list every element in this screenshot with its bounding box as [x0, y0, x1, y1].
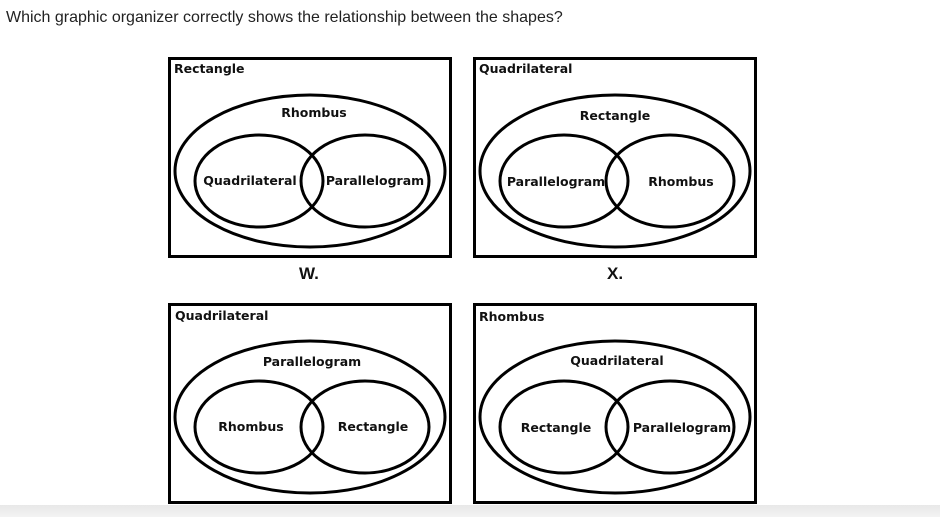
outer-ellipse [173, 93, 447, 249]
right-circle-label: Parallelogram [633, 420, 731, 435]
outer-ellipse [173, 339, 447, 495]
outer-ellipse-label: Rhombus [281, 105, 346, 120]
left-circle [498, 133, 630, 229]
option-label-w: W. [299, 264, 319, 283]
venn-diagram-w: Rectangle Rhombus Quadrilateral Parallel… [168, 57, 452, 258]
box-label: Rhombus [479, 309, 544, 324]
option-label-x: X. [607, 264, 624, 283]
right-circle [299, 133, 431, 229]
organizer-x[interactable]: Quadrilateral Rectangle Parallelogram Rh… [473, 57, 757, 258]
right-circle [604, 379, 736, 475]
organizer-z[interactable]: Rhombus Quadrilateral Rectangle Parallel… [473, 303, 757, 504]
outer-ellipse-label: Rectangle [580, 108, 651, 123]
question-text: Which graphic organizer correctly shows … [6, 9, 563, 26]
venn-diagram-z: Rhombus Quadrilateral Rectangle Parallel… [473, 303, 757, 504]
left-circle [498, 379, 630, 475]
left-circle [193, 379, 325, 475]
left-circle-label: Quadrilateral [203, 173, 296, 188]
outer-ellipse [478, 339, 752, 495]
box-label: Rectangle [174, 61, 245, 76]
left-circle-label: Rectangle [521, 420, 592, 435]
outer-ellipse [478, 93, 752, 249]
left-circle-label: Parallelogram [507, 174, 605, 189]
outer-ellipse-label: Quadrilateral [570, 353, 663, 368]
outer-ellipse-label: Parallelogram [263, 354, 361, 369]
right-circle-label: Rectangle [338, 419, 409, 434]
left-circle-label: Rhombus [218, 419, 283, 434]
venn-diagram-y: Quadrilateral Parallelogram Rhombus Rect… [168, 303, 452, 504]
right-circle [604, 133, 736, 229]
page-footer-band [0, 505, 940, 517]
organizer-y[interactable]: Quadrilateral Parallelogram Rhombus Rect… [168, 303, 452, 504]
right-circle-label: Parallelogram [326, 173, 424, 188]
left-circle [193, 133, 325, 229]
right-circle-label: Rhombus [648, 174, 713, 189]
box-label: Quadrilateral [479, 61, 572, 76]
organizer-w[interactable]: Rectangle Rhombus Quadrilateral Parallel… [168, 57, 452, 258]
box-label: Quadrilateral [175, 308, 268, 323]
right-circle [299, 379, 431, 475]
venn-diagram-x: Quadrilateral Rectangle Parallelogram Rh… [473, 57, 757, 258]
